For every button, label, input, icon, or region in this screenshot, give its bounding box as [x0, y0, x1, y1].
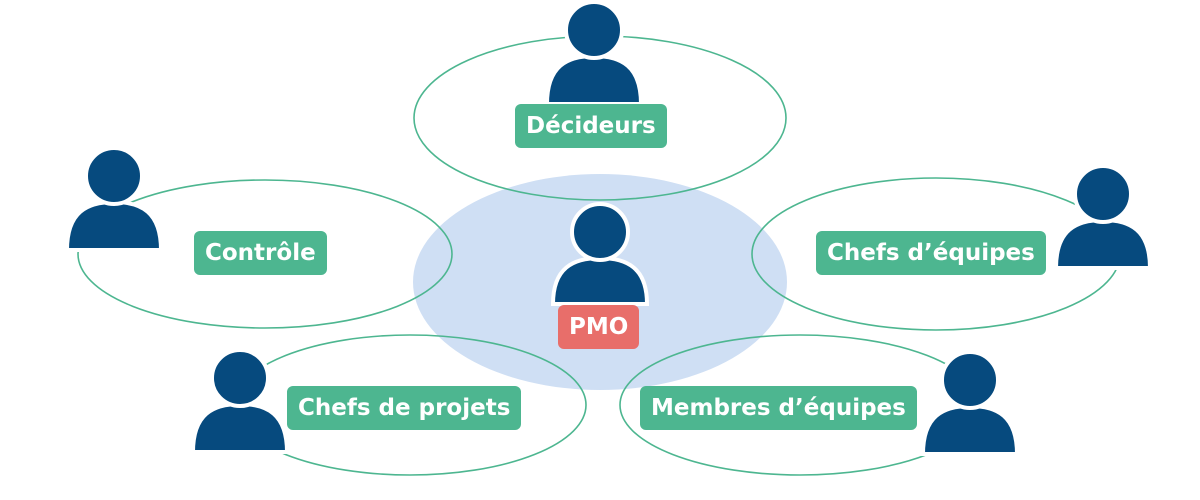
label-pmo: PMO: [558, 305, 640, 349]
label-chefs-equipes: Chefs d’équipes: [816, 231, 1046, 275]
label-membres-equipes: Membres d’équipes: [640, 386, 917, 430]
person-icon: [190, 348, 290, 454]
ring-left: [77, 179, 453, 329]
person-icon: [1053, 164, 1153, 270]
label-chefs-projets: Chefs de projets: [287, 386, 522, 430]
label-controle: Contrôle: [194, 231, 327, 275]
person-icon: [920, 350, 1020, 456]
person-icon: [550, 202, 650, 306]
person-icon: [544, 0, 644, 106]
label-decideurs: Décideurs: [515, 104, 667, 148]
person-icon: [64, 146, 164, 252]
